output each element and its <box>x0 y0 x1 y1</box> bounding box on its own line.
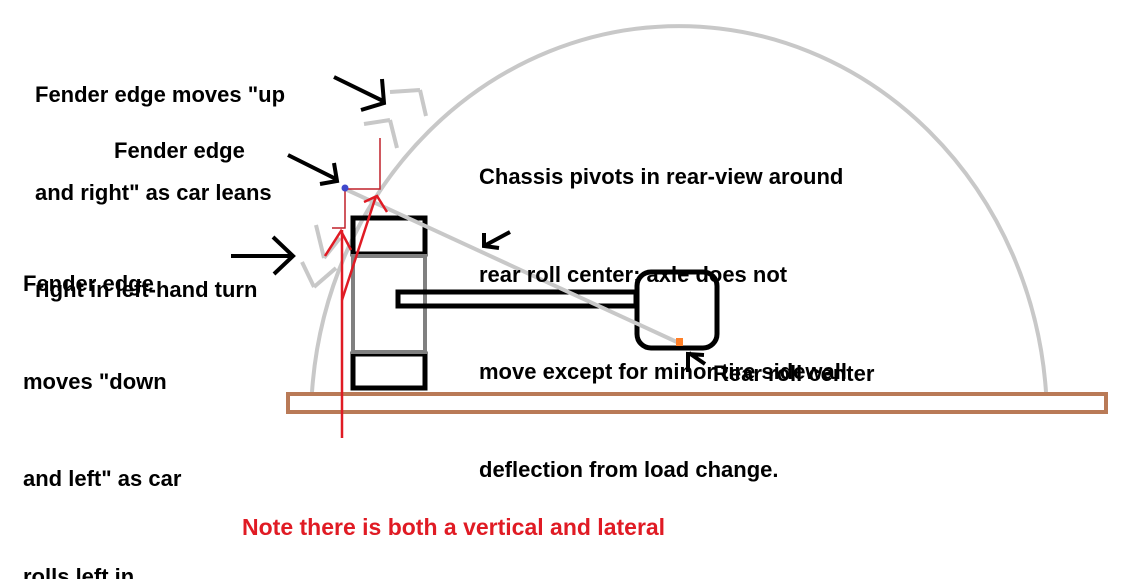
arc-arrowhead-down-2 <box>300 261 338 289</box>
arrow-roll-center <box>686 351 707 372</box>
label-up-right-line: and right" as car leans <box>35 179 272 205</box>
chassis-line <box>344 187 680 345</box>
label-roll-center: Rear roll center <box>713 361 875 386</box>
arc-arrowhead-lower <box>363 118 399 149</box>
label-up-right: Fender edge moves "up and right" as car … <box>35 14 285 372</box>
differential <box>634 269 720 351</box>
arrow-up-right-label <box>333 75 387 112</box>
label-down-left-line: Fender edge <box>23 271 154 296</box>
roll-center-dot <box>676 338 683 346</box>
label-down-left-line: rolls left in <box>23 563 135 579</box>
label-pivot-note-line: Chassis pivots in rear-view around <box>479 164 844 189</box>
label-red-note: Note there is both a vertical and latera… <box>242 447 783 579</box>
label-pivot-note: Chassis pivots in rear-view around rear … <box>479 96 847 551</box>
arrow-fender-edge <box>287 153 340 186</box>
arc-arrowhead-upper <box>389 88 428 117</box>
label-up-right-line: Fender edge moves "up <box>35 82 286 107</box>
fender-edge-dot <box>341 184 349 192</box>
label-down-left-line: and left" as car <box>23 466 182 491</box>
ground <box>286 392 1108 414</box>
label-pivot-note-line: move except for minor tire sidewall <box>479 359 848 384</box>
displacement-up-box <box>345 138 381 190</box>
label-down-left: Fender edge moves "down and left" as car… <box>23 203 181 579</box>
label-red-note-line: Note there is both a vertical and latera… <box>242 514 666 540</box>
red-diagonal-arrowhead <box>363 194 389 213</box>
red-diagonal-arrow <box>340 195 378 301</box>
displacement-down-box <box>332 189 346 229</box>
arrow-down-left-label <box>231 235 296 276</box>
label-down-left-line: moves "down <box>23 368 167 394</box>
label-up-right-line: right in left-hand turn <box>35 277 258 302</box>
label-pivot-note-line: rear roll center; axle does not <box>479 261 788 287</box>
arrow-pivot-note <box>482 230 511 250</box>
label-pivot-note-line: deflection from load change. <box>479 456 779 482</box>
tire-bottom <box>350 351 428 391</box>
label-fender-edge: Fender edge <box>114 138 245 163</box>
red-vertical-arrowhead <box>323 228 353 257</box>
